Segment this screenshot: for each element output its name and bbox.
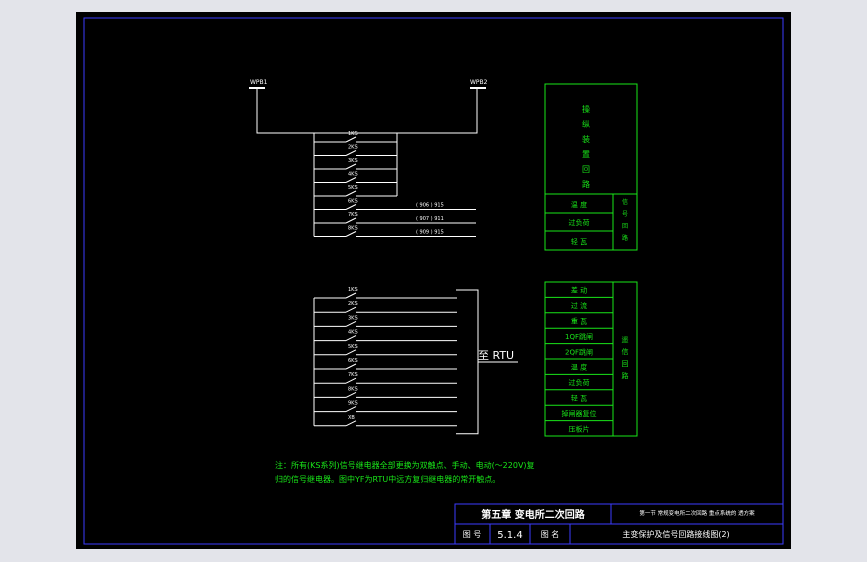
- lower-8-contact: [345, 406, 357, 413]
- box2-side-char: 遥: [622, 335, 629, 344]
- lower-7-contact: [345, 391, 357, 398]
- box1-row-light-gas: 轻 瓦: [571, 237, 587, 246]
- bus-label-right: WPB2: [470, 79, 488, 86]
- lower-6-contact: [345, 377, 357, 384]
- upper-1-label: 2KS: [348, 145, 358, 151]
- box1-row-overload: 过负荷: [569, 218, 590, 227]
- lower-8-label: 9KS: [348, 401, 358, 407]
- box1-side-label: 信号回路: [622, 198, 628, 242]
- box2-row-1: 过 流: [571, 301, 587, 310]
- lower-6-label: 7KS: [348, 372, 358, 378]
- lower-2-label: 3KS: [348, 315, 358, 321]
- lower-contact-ladder: 1KS 2KS 3KS 4KS 5KS 6KS 7KS 8KS 9KS XB: [313, 287, 479, 435]
- upper-ref-2: ( 909 ) 915: [416, 230, 444, 236]
- box1-title-char: 路: [582, 179, 590, 189]
- box2-row-7: 轻 瓦: [571, 394, 587, 403]
- upper-1-contact: [345, 150, 357, 156]
- upper-4-label: 5KS: [348, 185, 358, 191]
- box1-side-char: 信: [622, 198, 628, 206]
- box1-row-temp: 温 度: [571, 200, 587, 209]
- lower-7-label: 8KS: [348, 386, 358, 392]
- drawing-name-label: 图 名: [541, 529, 560, 539]
- drawing-name: 主变保护及信号回路接线图(2): [622, 529, 729, 539]
- lower-9-label: XB: [348, 415, 355, 421]
- box1-side-char: 路: [622, 234, 628, 242]
- box2-row-0: 差 动: [571, 286, 587, 295]
- box2-row-8: 掉闸器复位: [562, 409, 597, 418]
- lower-5-contact: [345, 363, 357, 370]
- upper-5-contact: [345, 204, 357, 210]
- title-block: 第五章 变电所二次回路 第一节 常规变电所二次回路 重点系统的 透方案 图 号 …: [454, 503, 784, 545]
- bus-label-left: WPB1: [250, 79, 268, 86]
- lower-2-contact: [345, 320, 357, 327]
- lower-3-label: 4KS: [348, 330, 358, 336]
- box1-title-char: 回: [582, 165, 590, 174]
- box1-title-char: 装: [582, 134, 590, 144]
- lower-5-label: 6KS: [348, 358, 358, 364]
- box1-side-char: 回: [622, 223, 628, 230]
- upper-6-contact: [345, 217, 357, 224]
- bus-loop-wire: [256, 88, 478, 134]
- upper-0-contact: [345, 136, 357, 143]
- chapter-title: 第五章 变电所二次回路: [481, 508, 585, 521]
- note-line-1: 注：所有(KS系列)信号继电器全部更换为双触点、手动、电动(～220V)复: [275, 460, 535, 470]
- box2-row-2: 重 瓦: [571, 318, 587, 326]
- box2-row-5: 温 度: [571, 363, 587, 372]
- upper-ref-0: ( 906 ) 915: [416, 203, 444, 209]
- box2-row-4: 2QF跳闸: [565, 347, 593, 356]
- lower-9-contact: [345, 420, 357, 427]
- upper-ref-1: ( 907 ) 911: [416, 216, 444, 222]
- box2-row-9: 压板片: [569, 424, 590, 433]
- lower-0-label: 1KS: [348, 287, 358, 293]
- rtu-label: 至 RTU: [478, 349, 514, 362]
- upper-contact-ladder: 1KS 2KS 3KS 4KS 5KS 6KS ( 906 ) 915 7KS ( 907 ) …: [313, 131, 476, 237]
- box2-row-6: 过负荷: [569, 378, 590, 387]
- upper-5-label: 6KS: [348, 199, 358, 205]
- box1-title-char: 纵: [582, 120, 590, 129]
- drawing-border: [83, 17, 784, 545]
- lower-1-label: 2KS: [348, 301, 358, 307]
- lower-0-contact: [345, 292, 357, 299]
- drawing-no: 5.1.4: [497, 530, 522, 541]
- upper-6-label: 7KS: [348, 212, 358, 218]
- drawing-no-label: 图 号: [463, 530, 482, 539]
- box1-title-char: 置: [582, 150, 590, 159]
- box2-side-char: 回: [622, 360, 629, 368]
- lower-4-label: 5KS: [348, 344, 358, 350]
- upper-4-contact: [345, 190, 357, 197]
- upper-2-label: 3KS: [348, 158, 358, 164]
- upper-0-label: 1KS: [348, 131, 358, 137]
- box1-side-char: 号: [622, 211, 628, 218]
- box2-side-char: 路: [622, 371, 629, 380]
- upper-2-contact: [345, 163, 357, 170]
- rtu-bracket: [456, 289, 479, 435]
- upper-3-label: 4KS: [348, 172, 358, 178]
- note-line-2: 归的信号继电器。图中YF为RTU中远方复归继电器的常开触点。: [275, 474, 500, 484]
- upper-7-contact: [345, 231, 357, 237]
- wiring-diagram: WPB1 WPB2 1KS 2KS 3KS 4KS 5KS 6KS ( 906 ) 915 7…: [83, 17, 784, 545]
- box2-row-3: 1QF跳闸: [565, 332, 593, 341]
- box2-side-char: 信: [622, 347, 629, 356]
- lower-4-contact: [345, 349, 357, 356]
- lower-1-contact: [345, 306, 357, 313]
- section-title: 第一节 常规变电所二次回路 重点系统的 透方案: [639, 509, 755, 517]
- upper-7-label: 8KS: [348, 226, 358, 232]
- drawing-canvas: WPB1 WPB2 1KS 2KS 3KS 4KS 5KS 6KS ( 906 ) 915 7…: [76, 12, 791, 549]
- upper-3-contact: [345, 177, 357, 183]
- lower-3-contact: [345, 335, 357, 342]
- box1-title-char: 操: [582, 104, 590, 114]
